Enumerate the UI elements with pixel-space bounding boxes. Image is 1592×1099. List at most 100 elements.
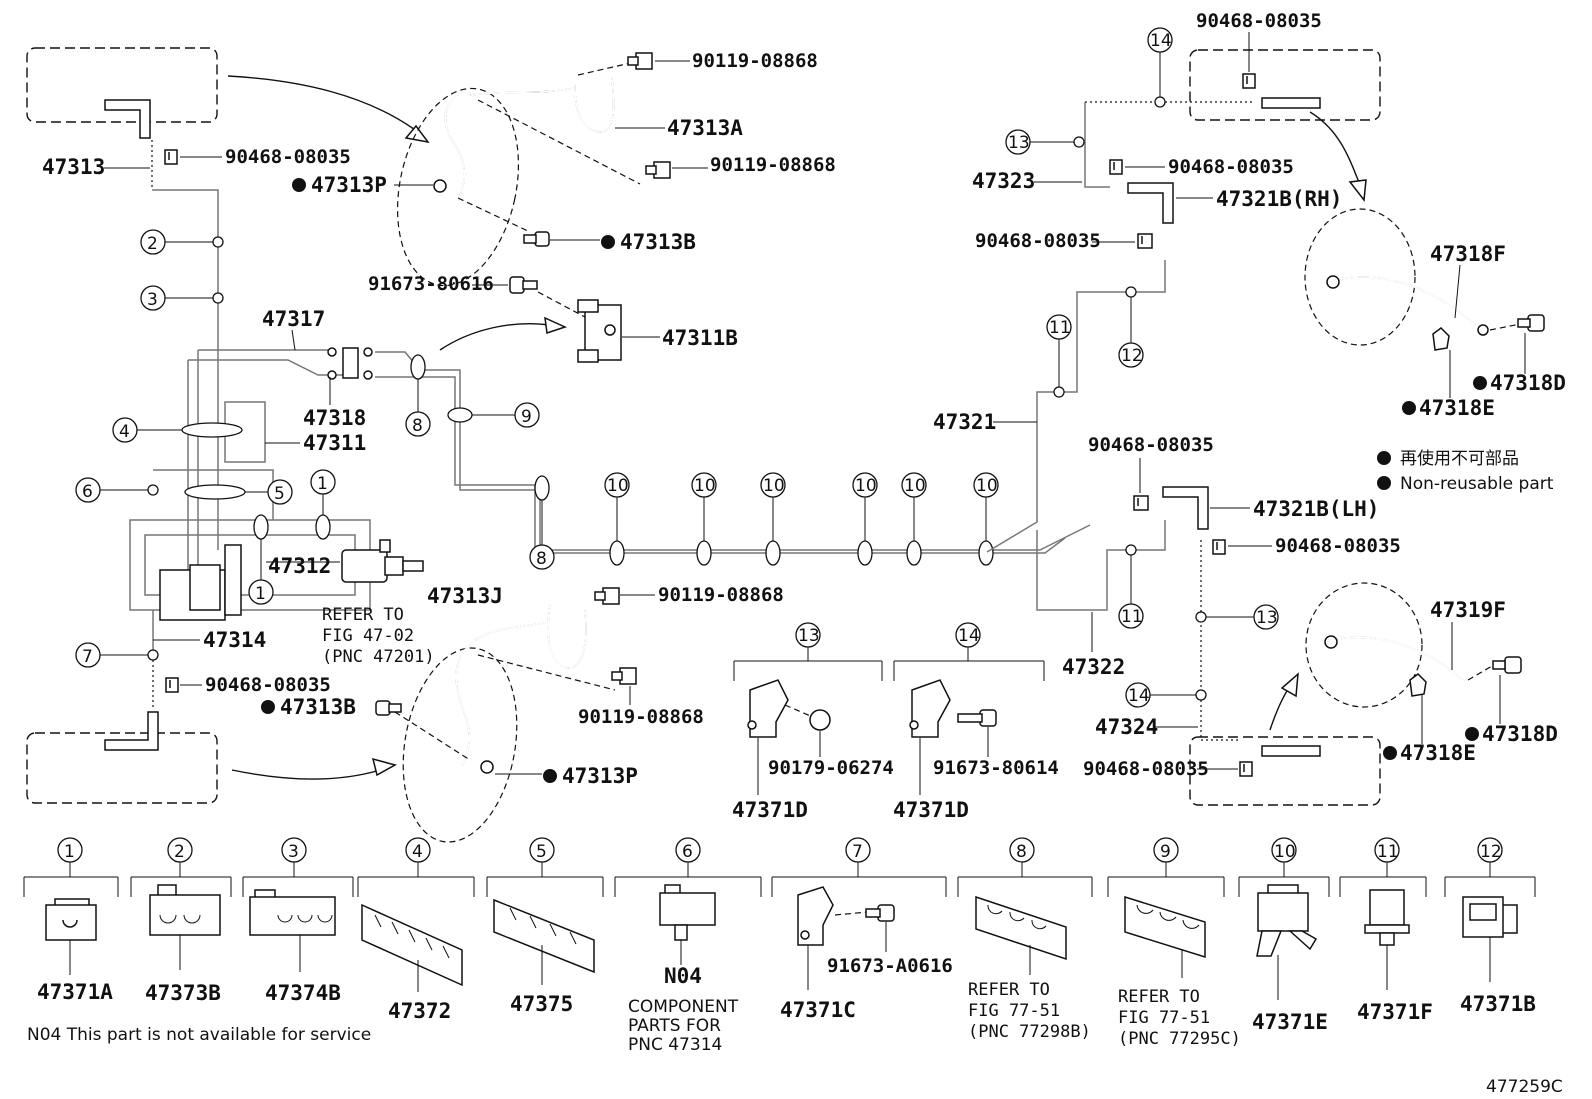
clip-47371F (1369, 889, 1405, 926)
clip-item-8 (975, 895, 1067, 961)
clamp-dot-6 (147, 484, 159, 496)
footnote: N04 This part is not available for servi… (27, 1025, 371, 1045)
hose-47313A (574, 77, 615, 133)
label-47318D-bottom: 47318D (1482, 722, 1558, 746)
clip-icon-f (1212, 539, 1226, 555)
callout-9-num: 9 (521, 407, 532, 427)
arrow-top-right (1309, 111, 1361, 186)
bolt-icon-a (627, 52, 653, 70)
clamp-dot-12 (1125, 286, 1137, 298)
clamp-dot-13-bottom (1195, 611, 1207, 623)
callout-10c-num: 10 (763, 476, 785, 496)
tube-bottom-right (1261, 745, 1321, 757)
callout-10e-num: 10 (904, 476, 926, 496)
row-num-9: 9 (1160, 842, 1171, 862)
clip-icon-g (1239, 761, 1253, 777)
top-left-assembly: 47313 90468-08035 90119-08868 47313A 901 (26, 47, 836, 363)
arrow-top-left (227, 75, 423, 136)
callout-10f (973, 472, 999, 498)
clamp-oval-10d (857, 540, 873, 566)
legend-jp: 再使用不可部品 (1400, 448, 1519, 469)
callout-13-center-num: 13 (798, 626, 820, 646)
part-group-9: 9 REFER TO FIG 77-51 (PNC 77295C) (1107, 837, 1241, 1049)
row-note-9-l1: REFER TO (1118, 987, 1200, 1007)
label-b13-part: 47371D (732, 798, 808, 822)
pipe-box-outline (129, 519, 371, 611)
tube-47321B-RH (1127, 182, 1174, 224)
row-note-8-l3: (PNC 77298B) (968, 1022, 1091, 1042)
callout-6 (75, 477, 101, 503)
callout-13-bottom (1253, 604, 1279, 630)
callout-5-num: 5 (274, 484, 285, 504)
part-group-8: 8 REFER TO FIG 77-51 (PNC 77298B) (957, 837, 1093, 1042)
dashed-guide-bolt-a (577, 61, 636, 76)
label-47318D: 47318D (1490, 371, 1566, 395)
label-clip-d: 90468-08035 (975, 230, 1101, 252)
label-47317: 47317 (262, 307, 325, 331)
label-47323: 47323 (972, 169, 1035, 193)
leader-47317 (291, 329, 296, 351)
pipe-6-loop (153, 469, 274, 520)
hose-47319F-inner (1332, 636, 1463, 681)
dashed-circle-bottom-right (1305, 582, 1423, 708)
callout-12-right-num: 12 (1121, 346, 1143, 366)
label-clip-f: 90468-08035 (1275, 535, 1401, 557)
callouts-left: 2 3 4 5 6 7 1 1 8 9 8 (75, 229, 555, 668)
clamp-oval-1b (315, 514, 331, 540)
label-bolt-b: 90119-08868 (710, 154, 836, 176)
callout-10b-num: 10 (694, 476, 716, 496)
callout-10f-num: 10 (976, 476, 998, 496)
row-note-6-l1: COMPONENT (628, 997, 739, 1017)
row-part-10: 47371E (1252, 1010, 1328, 1034)
row-part-4: 47372 (388, 999, 451, 1023)
label-bolt-c: 91673-80616 (368, 273, 494, 295)
detail-box-top-left (26, 47, 218, 123)
callout-1b-num: 1 (255, 584, 266, 604)
callout-10b (691, 472, 717, 498)
pipe-right-run (986, 260, 1166, 553)
pipe-inner-loop (144, 534, 356, 596)
legend-dot-en (1377, 476, 1391, 490)
row-num-11: 11 (1377, 842, 1399, 862)
clip-47374B (249, 889, 336, 936)
clamp-oval-9 (447, 407, 473, 423)
pipe-47311-loop (224, 401, 266, 463)
part-group-5: 5 47375 (486, 837, 604, 1016)
pipe-to-47318 (188, 359, 348, 376)
bolt-91673-A0616 (865, 904, 895, 922)
legend-dot-jp (1377, 451, 1391, 465)
row-num-12: 12 (1480, 842, 1502, 862)
clip-icon-c (1109, 159, 1123, 175)
legend-en: Non-reusable part (1400, 474, 1554, 494)
dashed-guide-bottom-b (394, 711, 471, 761)
callout-6-num: 6 (82, 482, 93, 502)
callout-5 (267, 479, 293, 505)
clamp-dot-3 (212, 292, 224, 304)
callout-7-num: 7 (82, 647, 93, 667)
callout-10a-num: 10 (607, 476, 629, 496)
bolt-icon-e (611, 667, 637, 685)
part-group-6: 6 N04 COMPONENT PARTS FOR PNC 47314 (614, 837, 762, 1055)
dashed-guide-13 (784, 704, 816, 719)
arrow-head-center (544, 316, 568, 334)
part-group-7: 7 91673-A0616 47371C (771, 837, 953, 1022)
callout-14-bottom-num: 14 (1128, 686, 1150, 706)
callout-10e (901, 472, 927, 498)
top-right-assembly: 90468-08035 14 13 47323 90468-08035 4732… (933, 10, 1566, 553)
bottom-left-assembly: 90468-08035 47313J 90119-08868 90119-088… (26, 584, 784, 843)
clamp-dot-13-top (1073, 136, 1085, 148)
row-note-9-l2: FIG 77-51 (1118, 1008, 1210, 1028)
arrow-head-top-left (404, 124, 430, 144)
clamp-oval-5 (184, 484, 246, 500)
callout-8a (405, 411, 431, 437)
label-47321: 47321 (933, 410, 996, 434)
label-47318E-bottom: 47318E (1400, 741, 1476, 765)
part-group-12: 12 47371B (1444, 837, 1536, 1016)
non-reusable-dot-47318E (1402, 401, 1416, 415)
clamp-dot-14-top (1154, 96, 1166, 108)
callout-1b (248, 579, 274, 605)
label-clip-e: 90468-08035 (1088, 434, 1214, 456)
row-num-3: 3 (288, 842, 299, 862)
callout-8b (529, 544, 555, 570)
tube-top-right (1261, 97, 1321, 109)
